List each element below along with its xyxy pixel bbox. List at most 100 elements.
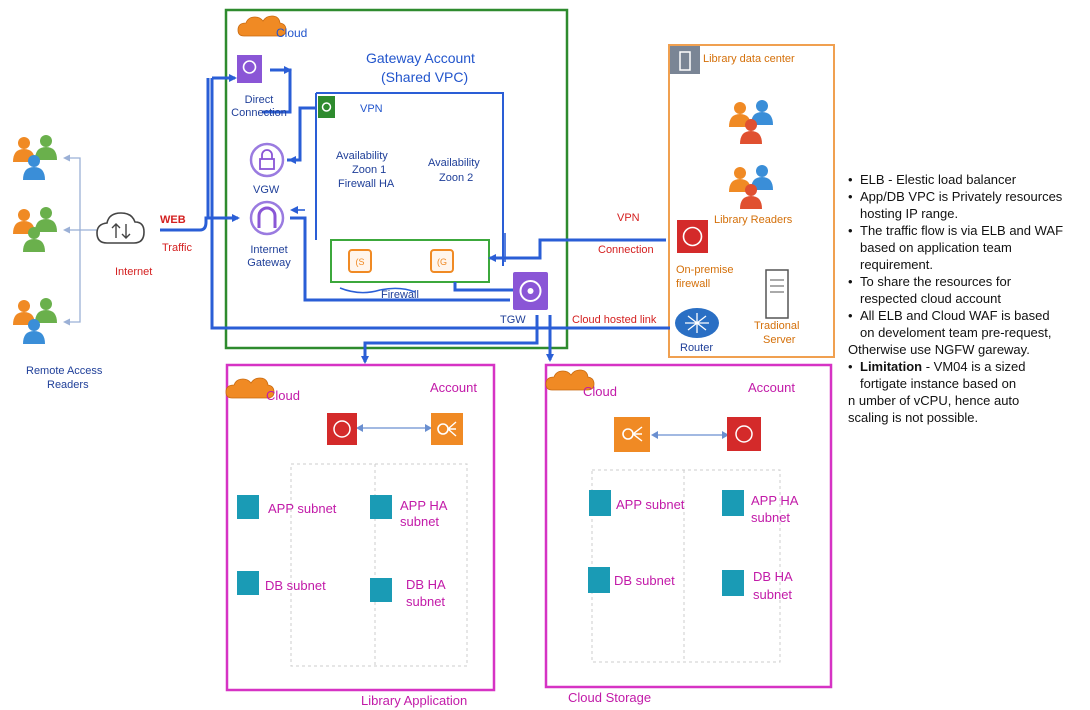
tgw-icon-dot [527,288,534,294]
vgw-label: VGW [253,184,280,196]
firewall-chip-icon-2 [430,249,454,273]
vpn-connection-line1: VPN [617,212,640,224]
note-item: • The traffic flow is via ELB and WAF [848,222,1084,239]
remote-readers-group-1-icon [13,135,57,180]
bullet: • [848,274,853,289]
storage-db-ha-line1: DB HA [753,569,793,584]
chip-glyph-1: (S [356,257,365,267]
az2-line2: Zoon 2 [439,172,474,184]
gateway-title-line2: (Shared VPC) [381,69,469,85]
bullet: • [848,223,853,238]
note-text: - VM04 is a sized [922,359,1026,374]
notes-list: • ELB - Elestic load balancer • App/DB VPC… [848,171,1084,426]
cloud-logo-icons [225,15,595,399]
reader-arrows [63,154,100,326]
router-label: Router [680,342,714,354]
traffic-label: Traffic [162,242,192,254]
note-text: based on application team [860,240,1012,255]
gateway-cloud-label: Cloud [276,26,308,40]
onprem-firewall-line2: firewall [676,278,711,290]
library-waf-glyph [333,420,351,438]
internet-gateway-label: Internet Gateway [247,244,291,269]
library-app-footer: Library Application [361,693,468,708]
note-text: Limitation - VM04 is a sized [860,358,1025,375]
library-account-label: Account [430,380,477,395]
note-text: To share the resources for [860,274,1012,289]
library-subnet-icons [237,495,392,602]
az1-line1: Availability [336,150,388,162]
cloud-hosted-link-label: Cloud hosted link [572,314,657,326]
remote-readers-group-2-icon [13,207,57,252]
internet-label: Internet [115,266,153,278]
firewall-label: Firewall [381,289,419,301]
storage-account-label: Account [748,380,795,395]
storage-waf-glyph [735,425,753,443]
remote-readers-line1: Remote Access [26,365,103,377]
note-text: The traffic flow is via ELB and WAF [860,223,1064,238]
library-db-ha-line2: subnet [406,594,446,609]
note-item: • ELB - Elestic load balancer [848,171,1084,188]
library-elb-lines [447,421,457,437]
direct-connection-icon-glyph [242,60,257,74]
note-text: Otherwise use NGFW gareway. [848,342,1030,357]
onprem-firewall-line1: On-premise [676,264,734,276]
note-text: requirement. [860,257,933,272]
vgw-icon [249,142,285,178]
direct-connection-icon [237,55,262,83]
storage-app-ha-line1: APP HA [751,493,799,508]
note-text: All ELB and Cloud WAF is based [860,308,1050,323]
vpn-icon [318,96,335,118]
storage-subnet-outline [591,469,781,663]
datacenter-box [668,44,835,358]
library-subnet-outline [290,463,468,667]
firewall-chip-icon-1 [348,249,372,273]
note-text: on develoment team pre-request, [860,325,1052,340]
vpc-outline [316,92,504,266]
storage-subnet-icons [588,490,744,596]
gateway-account-box [224,8,569,350]
account-inner-arrows [360,427,725,436]
web-label: WEB [160,214,186,226]
note-text: scaling is not possible. [848,410,979,425]
datacenter-building-glyph [679,51,691,71]
library-readers-group-2-icon [729,165,773,209]
note-item: • All ELB and Cloud WAF is based [848,307,1084,324]
remote-readers-group-3-icon [13,298,57,344]
vgw-lock-shackle [261,149,273,159]
library-elb-icon [431,413,463,445]
library-app-ha-line1: APP HA [400,498,448,513]
chip-glyph-2: (G [437,257,447,267]
onprem-firewall-icon [677,220,708,253]
note-text: hosting IP range. [860,206,959,221]
bullet: • [848,359,853,374]
vpn-label: VPN [360,103,383,115]
library-db-ha-line1: DB HA [406,577,446,592]
igw-arch [257,206,277,228]
library-cloud-label: Cloud [266,388,300,403]
server-line2: Server [763,334,796,346]
storage-app-subnet-label: APP subnet [616,497,685,512]
bullet: • [848,308,853,323]
router-glyph [685,313,709,333]
vgw-lock-body [259,158,275,170]
storage-waf-icon [727,417,761,451]
remote-readers-line2: Readers [47,379,89,391]
server-lines [770,279,784,293]
library-app-account-box [225,363,496,692]
library-app-ha-line2: subnet [400,514,440,529]
note-text: App/DB VPC is Privately resources [860,189,1063,204]
tgw-icon-ring [519,280,542,302]
bullet: • [848,172,853,187]
firewall-curve [339,287,416,294]
traditional-server-icon [765,269,789,319]
note-item: • Limitation - VM04 is a sized [848,358,1084,375]
note-text: ELB - Elestic load balancer [860,172,1017,187]
cloud-storage-account-box [544,363,833,689]
az2-line1: Availability [428,157,480,169]
library-waf-icon [327,413,357,445]
note-item: • To share the resources for [848,273,1084,290]
vpn-icon-glyph [321,102,332,112]
internet-cloud-icon [96,212,145,244]
account-arrowheads [356,424,729,439]
